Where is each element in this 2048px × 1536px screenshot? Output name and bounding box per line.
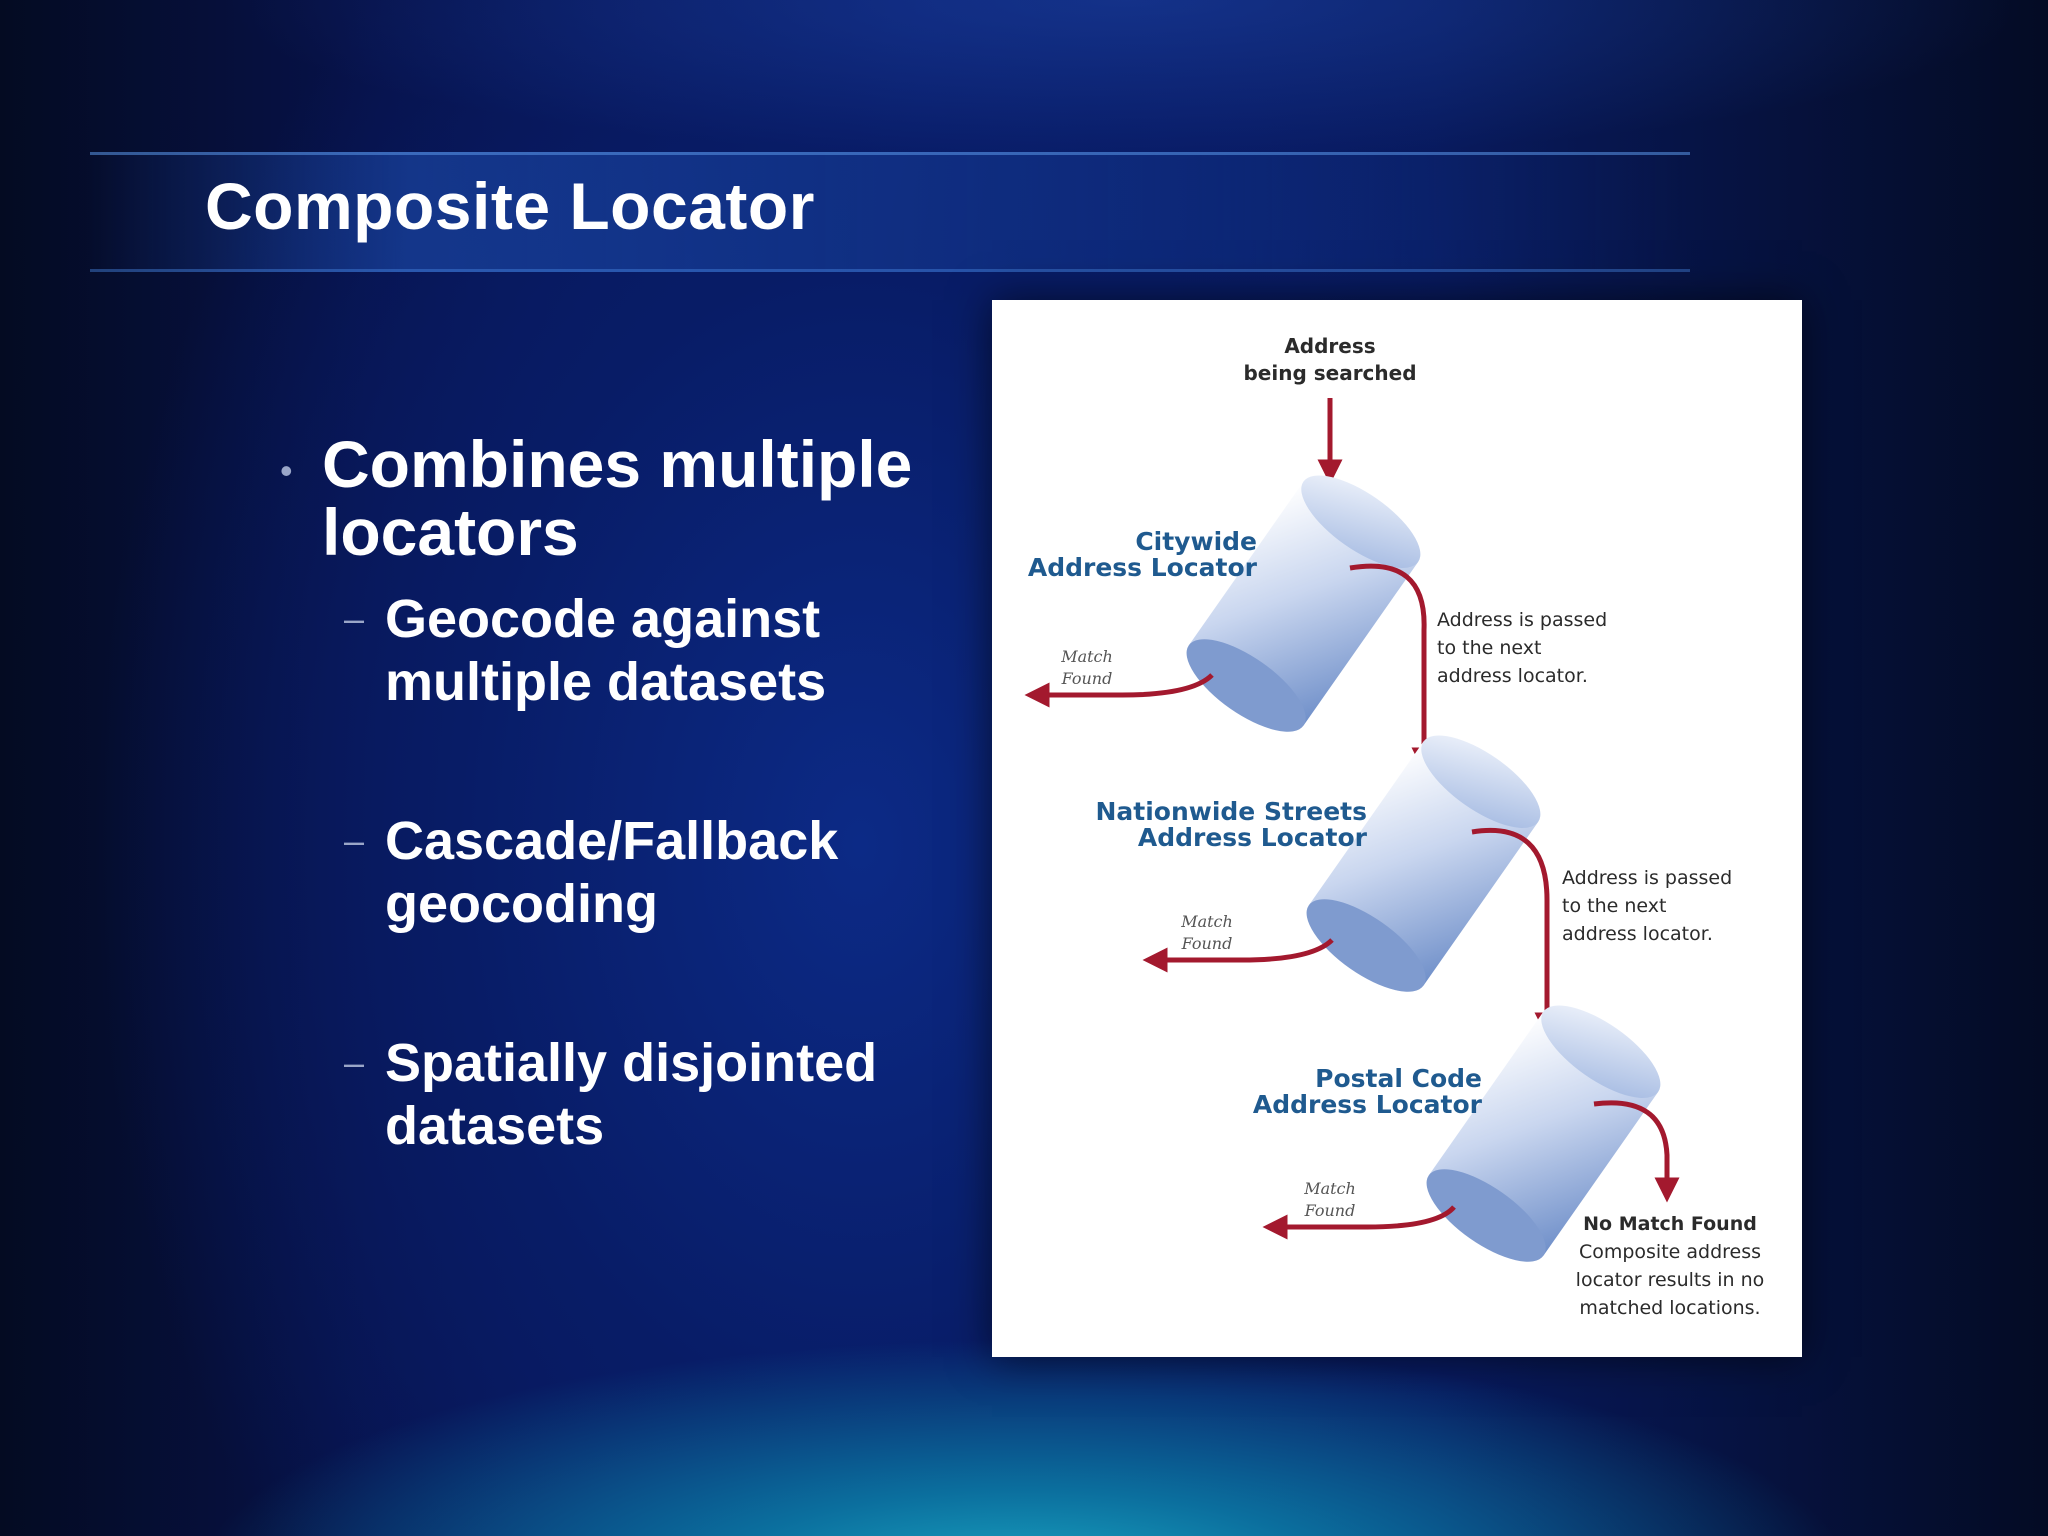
- pass-note-line1: Address is passed: [1437, 609, 1607, 631]
- nationwide-cylinder-icon: [1293, 719, 1555, 1009]
- postal-code-cylinder-icon: [1413, 989, 1675, 1279]
- diagram-canvas: Address being searched Citywide Address …: [992, 300, 1802, 1357]
- pass-note-line2: to the next: [1562, 895, 1666, 917]
- locator-name-line2: Address Locator: [1028, 553, 1258, 582]
- match-arrow: [1275, 1207, 1454, 1227]
- dash-icon: –: [344, 820, 364, 862]
- match-label-line1: Match: [1180, 912, 1233, 931]
- composite-locator-diagram: Address being searched Citywide Address …: [992, 300, 1802, 1357]
- pass-note-line3: address locator.: [1562, 923, 1713, 945]
- pass-note-line2: to the next: [1437, 637, 1541, 659]
- match-label-line1: Match: [1060, 647, 1113, 666]
- dash-icon: –: [344, 1042, 364, 1084]
- locator-name-line2: Address Locator: [1138, 823, 1368, 852]
- match-label-line2: Found: [1181, 934, 1233, 953]
- locator-name-line1: Citywide: [1135, 527, 1257, 556]
- match-label-line2: Found: [1061, 669, 1113, 688]
- no-match-title: No Match Found: [1583, 1213, 1757, 1235]
- sub-bullet-text: Geocode against multiple datasets: [385, 588, 965, 714]
- sub-bullet-text: Cascade/Fallback geocoding: [385, 810, 965, 936]
- locator-name-line1: Nationwide Streets: [1095, 797, 1367, 826]
- citywide-cylinder-icon: [1173, 459, 1435, 749]
- input-label-line2: being searched: [1243, 361, 1416, 385]
- dash-icon: –: [344, 598, 364, 640]
- bullet-dot-icon: •: [280, 450, 293, 492]
- sub-bullet-text: Spatially disjointed datasets: [385, 1032, 965, 1158]
- main-bullet-text: Combines multiple locators: [322, 430, 982, 566]
- page-title: Composite Locator: [205, 168, 815, 244]
- no-match-line3: matched locations.: [1579, 1297, 1760, 1319]
- locator-name-line2: Address Locator: [1253, 1090, 1483, 1119]
- top-glow: [0, 0, 2048, 160]
- no-match-line2: locator results in no: [1576, 1269, 1765, 1291]
- no-match-line1: Composite address: [1579, 1241, 1761, 1263]
- input-label-line1: Address: [1284, 334, 1375, 358]
- pass-note-line1: Address is passed: [1562, 867, 1732, 889]
- match-label-line1: Match: [1303, 1179, 1356, 1198]
- match-label-line2: Found: [1304, 1201, 1356, 1220]
- pass-note-line3: address locator.: [1437, 665, 1588, 687]
- locator-name-line1: Postal Code: [1315, 1064, 1482, 1093]
